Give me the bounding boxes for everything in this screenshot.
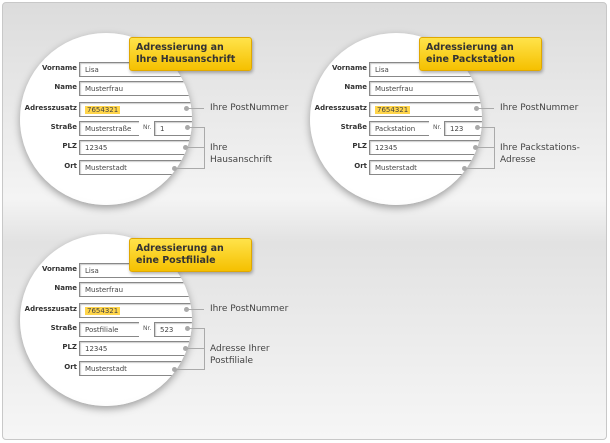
strasse-field[interactable]: Musterstraße (79, 121, 139, 136)
plz-field[interactable]: 12345 (79, 140, 192, 155)
connector-dot (475, 125, 480, 130)
label-vorname: Vorname (331, 64, 367, 72)
ort-field[interactable]: Musterstadt (369, 160, 482, 175)
plz-field[interactable]: 12345 (369, 140, 482, 155)
strasse-field[interactable]: Packstation (369, 121, 429, 136)
adresszusatz-field[interactable]: 7654321 (79, 303, 192, 318)
nr-field[interactable]: 1 (154, 121, 192, 136)
connector-line (175, 168, 204, 169)
name-field[interactable]: Musterfrau (79, 282, 192, 297)
connector-line (478, 127, 494, 128)
bracket-line (204, 328, 205, 370)
connector-line (465, 168, 494, 169)
note-postnummer: Ihre PostNummer (210, 304, 289, 314)
connector-dot (184, 307, 189, 312)
connector-dot (185, 125, 190, 130)
label-nr: Nr. (143, 325, 152, 332)
label-vorname: Vorname (41, 64, 77, 72)
note-address: Ihre Hausanschrift (210, 143, 272, 165)
connector-dot (474, 106, 479, 111)
name-field[interactable]: Musterfrau (369, 81, 482, 96)
label-ort: Ort (64, 363, 77, 371)
connector-dot (184, 106, 189, 111)
panel-title: Adressierung an eine Postfiliale (129, 238, 252, 272)
label-ort: Ort (354, 162, 367, 170)
connector-line (175, 369, 204, 370)
note-address: Adresse Ihrer Postfiliale (210, 344, 270, 366)
label-name: Name (54, 284, 77, 292)
label-nr: Nr. (143, 124, 152, 131)
connector-line (188, 108, 204, 109)
label-name: Name (54, 83, 77, 91)
label-adresszusatz: Adresszusatz (314, 104, 367, 112)
connector-line (188, 309, 204, 310)
label-plz: PLZ (352, 142, 367, 150)
label-ort: Ort (64, 162, 77, 170)
connector-line (478, 108, 494, 109)
label-plz: PLZ (62, 343, 77, 351)
connector-dot (172, 166, 177, 171)
adresszusatz-field[interactable]: 7654321 (369, 102, 482, 117)
adresszusatz-field[interactable]: 7654321 (79, 102, 192, 117)
connector-dot (185, 326, 190, 331)
postnummer-value: 7654321 (85, 106, 121, 114)
name-field[interactable]: Musterfrau (79, 81, 192, 96)
label-plz: PLZ (62, 142, 77, 150)
connector-dot (183, 145, 188, 150)
connector-dot (183, 346, 188, 351)
plz-field[interactable]: 12345 (79, 341, 192, 356)
note-address: Ihre Packstations-Adresse (500, 143, 580, 165)
bracket-line (494, 127, 495, 169)
note-postnummer: Ihre PostNummer (210, 103, 289, 113)
connector-line (188, 328, 204, 329)
connector-dot (462, 166, 467, 171)
label-vorname: Vorname (41, 265, 77, 273)
label-name: Name (344, 83, 367, 91)
note-postnummer: Ihre PostNummer (500, 103, 579, 113)
nr-field[interactable]: 123 (444, 121, 482, 136)
label-strasse: Straße (50, 123, 77, 131)
label-adresszusatz: Adresszusatz (24, 104, 77, 112)
postnummer-value: 7654321 (85, 307, 121, 315)
label-strasse: Straße (50, 324, 77, 332)
label-nr: Nr. (433, 124, 442, 131)
label-adresszusatz: Adresszusatz (24, 305, 77, 313)
ort-field[interactable]: Musterstadt (79, 160, 192, 175)
connector-dot (172, 367, 177, 372)
nr-field[interactable]: 523 (154, 322, 192, 337)
postnummer-value: 7654321 (375, 106, 411, 114)
connector-line (186, 147, 204, 148)
connector-line (476, 147, 494, 148)
panel-title: Adressierung an Ihre Hausanschrift (129, 37, 252, 71)
label-strasse: Straße (340, 123, 367, 131)
bracket-line (204, 127, 205, 169)
strasse-field[interactable]: Postfiliale (79, 322, 139, 337)
panel-title: Adressierung an eine Packstation (419, 37, 542, 71)
connector-line (186, 348, 204, 349)
ort-field[interactable]: Musterstadt (79, 361, 192, 376)
connector-line (188, 127, 204, 128)
connector-dot (473, 145, 478, 150)
